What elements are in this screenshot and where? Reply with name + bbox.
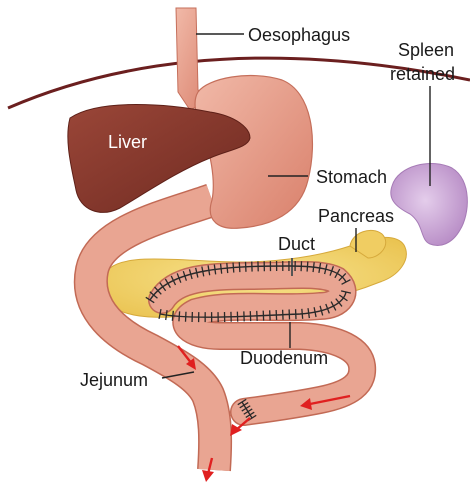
label-pancreas: Pancreas: [318, 206, 394, 226]
suture-stitch: [239, 262, 240, 272]
flow-arrowhead-exit: [202, 470, 214, 482]
label-jejunum: Jejunum: [80, 370, 148, 390]
suture-stitch: [302, 309, 303, 319]
suture-stitch: [233, 263, 234, 273]
suture-stitch: [307, 262, 308, 272]
spleen: [391, 164, 468, 246]
label-duodenum: Duodenum: [240, 348, 328, 368]
label-oesophagus: Oesophagus: [248, 25, 350, 45]
suture-stitch: [179, 311, 180, 321]
label-stomach: Stomach: [316, 167, 387, 187]
label-spleen-line2: retained: [390, 64, 455, 84]
suture-stitch: [227, 263, 228, 273]
label-duct: Duct: [278, 234, 315, 254]
label-liver: Liver: [108, 132, 147, 152]
label-spleen-line1: Spleen: [398, 40, 454, 60]
